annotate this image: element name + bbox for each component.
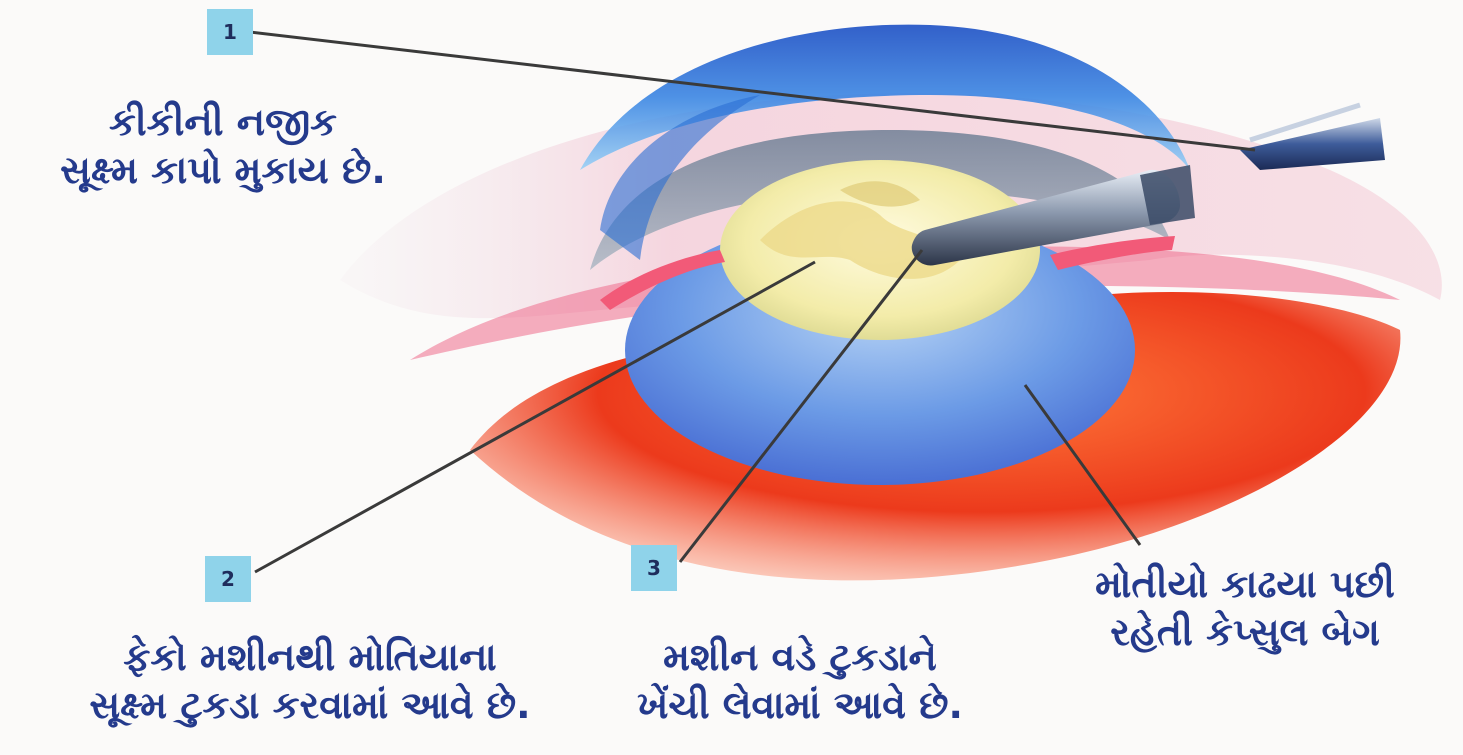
callout-label-3: મશીન વડે ટુકડાને ખેંચી લેવામાં આવે છે. — [600, 633, 1000, 729]
callout-label-1: કીકીની નજીક સૂક્ષ્મ કાપો મુકાય છે. — [28, 98, 418, 194]
callout-badge-1: 1 — [207, 9, 253, 55]
callout-1-line-2: સૂક્ષ્મ કાપો મુકાય છે. — [28, 146, 418, 194]
capsule-label-line-1: મોતીયો કાઢયા પછી — [1040, 560, 1450, 608]
capsule-bag-label: મોતીયો કાઢયા પછી રહેતી કેપ્સુલ બેગ — [1040, 560, 1450, 656]
callout-label-2: ફેકો મશીનથી મોતિયાના સૂક્ષ્મ ટુકડા કરવામ… — [40, 633, 580, 729]
callout-2-line-2: સૂક્ષ્મ ટુકડા કરવામાં આવે છે. — [40, 681, 580, 729]
capsule-label-line-2: રહેતી કેપ્સુલ બેગ — [1040, 608, 1450, 656]
callout-3-line-1: મશીન વડે ટુકડાને — [600, 633, 1000, 681]
callout-3-line-2: ખેંચી લેવામાં આવે છે. — [600, 681, 1000, 729]
callout-2-line-1: ફેકો મશીનથી મોતિયાના — [40, 633, 580, 681]
callout-badge-3: 3 — [631, 545, 677, 591]
callout-badge-2: 2 — [205, 556, 251, 602]
callout-1-line-1: કીકીની નજીક — [28, 98, 418, 146]
incision-blade — [1240, 118, 1385, 170]
